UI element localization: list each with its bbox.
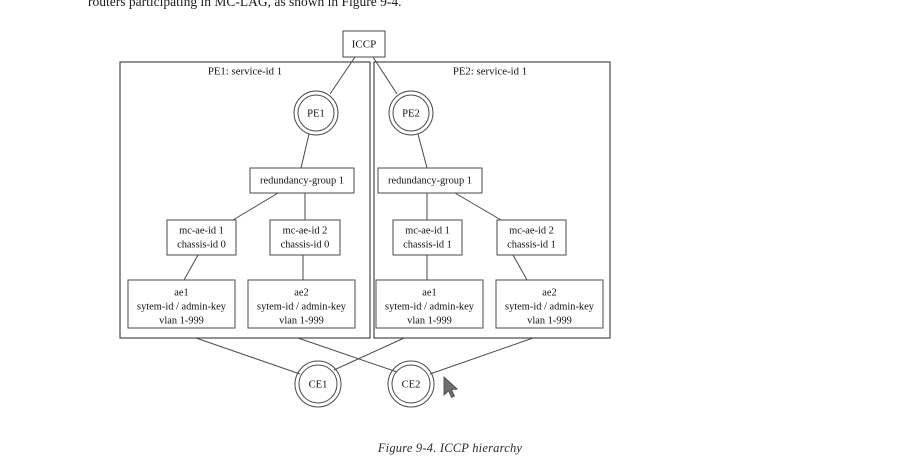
pe2-domain-container [373,61,611,339]
pe2-mcae-2-line2: chassis-id 1 [507,239,556,250]
ce2-node: CE2 [387,360,435,408]
pe1-ae1-box [127,279,236,329]
pe1-mcae-2-node: mc-ae-id 2 chassis-id 0 [269,219,341,256]
pe2-mcae-1-line1: mc-ae-id 1 [405,225,450,236]
intro-paragraph: routers participating in MC-LAG, as show… [88,0,402,9]
pe2-section-label: PE2: service-id 1 [453,65,527,77]
pe1-redundancy-group-label: redundancy-group 1 [260,175,344,186]
pe1-redundancy-group-node: redundancy-group 1 [249,167,355,194]
pe2-ae2-line3: vlan 1-999 [527,315,572,326]
pe2-mcae-1-line2: chassis-id 1 [403,239,452,250]
edge-pe2-rg-to-mcae2 [454,192,502,221]
pe1-ae2-line1: ae2 [294,287,308,298]
pe2-mcae-2-box [496,219,567,256]
pe2-ae2-line1: ae2 [542,287,556,298]
pe2-ae1-box [375,279,484,329]
pe2-inner-circle [392,94,430,132]
pe1-section-label: PE1: service-id 1 [208,65,282,77]
edge-pe2-redundancy-group [417,133,428,169]
pe1-ae2-node: ae2 sytem-id / admin-key vlan 1-999 [247,279,356,329]
iccp-box [342,30,386,58]
ce1-label: CE1 [309,379,328,390]
pe1-mcae-2-box [269,219,341,256]
pe2-ae2-line2: sytem-id / admin-key [505,301,595,312]
edge-pe1-ae1-to-ce1 [195,337,301,375]
pe2-redundancy-group-label: redundancy-group 1 [388,175,472,186]
pe1-ae1-line2: sytem-id / admin-key [137,301,227,312]
pe1-ae1-line1: ae1 [174,287,188,298]
pe1-redundancy-group-box [249,167,355,194]
pe1-router-node: PE1 [293,90,339,136]
pe2-ae1-line1: ae1 [422,287,436,298]
edge-pe1-redundancy-group [300,133,310,169]
pe1-mcae-2-line2: chassis-id 0 [281,239,330,250]
mouse-cursor-icon [443,376,459,398]
edge-pe1-ae2-to-ce2 [297,337,398,373]
pe1-router-label: PE1 [307,108,325,119]
pe1-ae2-line2: sytem-id / admin-key [257,301,347,312]
pe2-ae1-node: ae1 sytem-id / admin-key vlan 1-999 [375,279,484,329]
edge-pe1-rg-to-mcae1 [232,192,279,221]
pe2-ae2-node: ae2 sytem-id / admin-key vlan 1-999 [495,279,604,329]
pe1-mcae-2-line1: mc-ae-id 2 [283,225,328,236]
figure-caption: Figure 9-4. ICCP hierarchy [377,441,523,455]
pe1-ae2-box [247,279,356,329]
pe2-mcae-1-node: mc-ae-id 1 chassis-id 1 [392,219,463,256]
iccp-label: ICCP [352,39,376,51]
pe2-ae1-line2: sytem-id / admin-key [385,301,475,312]
pe1-mcae-1-line2: chassis-id 0 [177,239,226,250]
pe1-mcae-1-box [166,219,237,256]
pe2-mcae-2-line1: mc-ae-id 2 [509,225,554,236]
pe2-ae1-line3: vlan 1-999 [407,315,452,326]
pe2-router-node: PE2 [388,90,434,136]
pe2-router-label: PE2 [402,108,420,119]
pe2-mcae-1-box [392,219,463,256]
pe2-redundancy-group-box [377,167,483,194]
pe1-mcae-1-node: mc-ae-id 1 chassis-id 0 [166,219,237,256]
edge-iccp-pe1 [329,56,356,95]
pe1-domain-container [119,61,371,339]
pe1-ae1-node: ae1 sytem-id / admin-key vlan 1-999 [127,279,236,329]
pe2-ae2-box [495,279,604,329]
ce2-inner-circle [391,364,431,404]
pe1-ae2-line3: vlan 1-999 [279,315,324,326]
ce2-label: CE2 [402,379,421,390]
ce1-inner-circle [298,364,338,404]
edge-pe2-ae2-to-ce2 [429,337,534,375]
pe1-ae1-line3: vlan 1-999 [159,315,204,326]
pe1-mcae-1-line1: mc-ae-id 1 [179,225,224,236]
ce1-node: CE1 [294,360,342,408]
edge-pe1-mcae1-to-ae1 [183,254,199,281]
edge-iccp-pe2 [372,56,398,95]
iccp-node: ICCP [342,30,386,58]
edge-pe2-ae1-to-ce1 [333,337,405,371]
pe1-inner-circle [297,94,335,132]
pe2-mcae-2-node: mc-ae-id 2 chassis-id 1 [496,219,567,256]
edge-pe2-mcae2-to-ae2 [512,254,528,281]
pe2-redundancy-group-node: redundancy-group 1 [377,167,483,194]
